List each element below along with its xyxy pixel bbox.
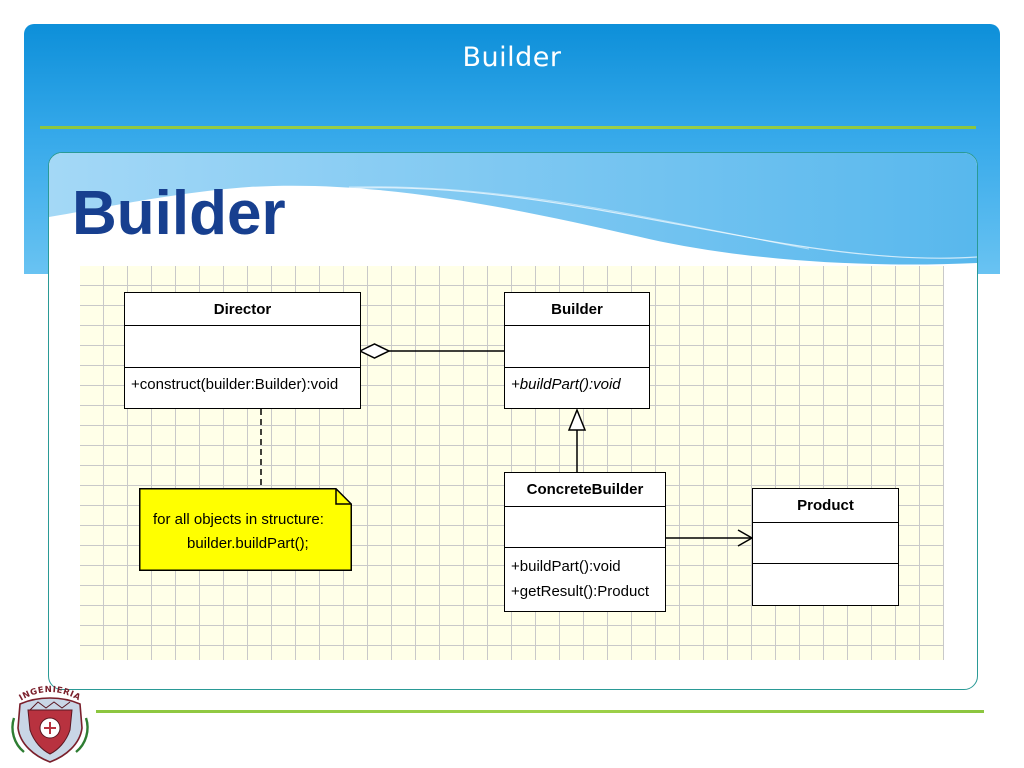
uml-class-product[interactable]: Product (752, 488, 899, 606)
header-divider (40, 126, 976, 129)
generalization-arrowhead (567, 407, 587, 431)
uml-relations (260, 343, 754, 547)
class-name: Director (125, 293, 360, 326)
uml-class-director[interactable]: Director +construct(builder:Builder):voi… (124, 292, 361, 409)
aggregation-diamond (358, 343, 391, 359)
class-attributes (505, 326, 649, 368)
class-name: Product (753, 489, 898, 523)
note-line-1: for all objects in structure: (153, 511, 324, 528)
decorative-wave (49, 153, 977, 265)
slide-header-title: Builder (462, 42, 562, 73)
operation: +buildPart():void (511, 376, 621, 393)
uml-class-builder[interactable]: Builder +buildPart():void (504, 292, 650, 409)
class-name: ConcreteBuilder (505, 473, 665, 507)
operation: +getResult():Product (511, 583, 649, 600)
class-operations: +construct(builder:Builder):void (125, 368, 360, 397)
ingenieria-logo: INGENIERIA (11, 685, 89, 763)
operation: +buildPart():void (511, 558, 621, 575)
note-text: for all objects in structure: builder.bu… (153, 508, 324, 556)
class-operations: +buildPart():void +getResult():Product (505, 548, 665, 604)
class-attributes (125, 326, 360, 368)
uml-note[interactable] (139, 488, 352, 571)
class-attributes (753, 523, 898, 564)
class-operations: +buildPart():void (505, 368, 649, 397)
operation: +construct(builder:Builder):void (131, 376, 339, 393)
note-line-2: builder.buildPart(); (187, 535, 309, 552)
uml-class-concrete-builder[interactable]: ConcreteBuilder +buildPart():void +getRe… (504, 472, 666, 612)
class-attributes (505, 507, 665, 548)
slide-heading: Builder (72, 179, 286, 248)
footer-divider (96, 710, 984, 713)
class-name: Builder (505, 293, 649, 326)
